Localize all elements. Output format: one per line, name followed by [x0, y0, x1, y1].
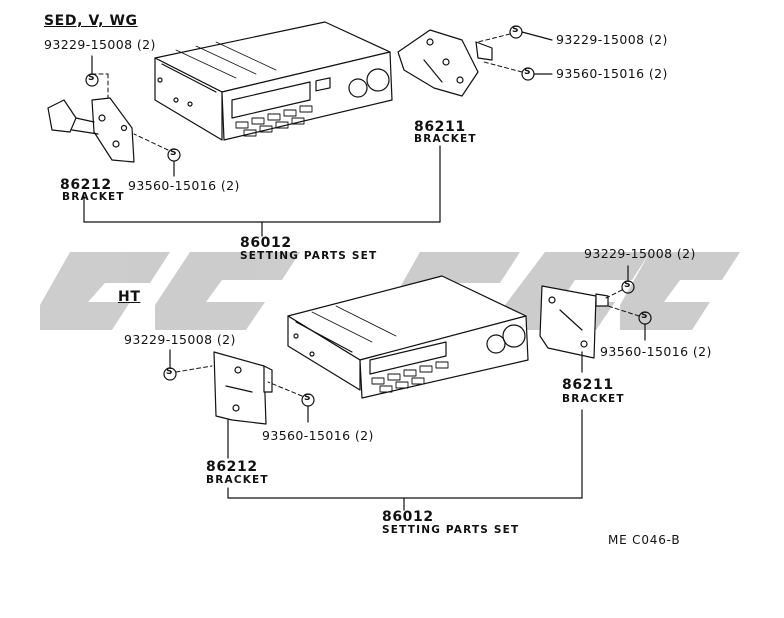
bracket-86212-top — [47, 97, 135, 163]
bracket-86211-top — [397, 29, 493, 97]
bracket-name: BRACKET — [206, 474, 269, 486]
screw-icon: S — [641, 311, 648, 321]
bracket-name: BRACKET — [562, 393, 625, 405]
part-number-label: 93229-15008 (2) — [584, 246, 696, 261]
section-title-sed-v-wg: SED, V, WG — [44, 13, 138, 29]
bracket-number: 86212 — [60, 177, 112, 193]
screw-icon: S — [524, 67, 531, 77]
part-number-label: 93229-15008 (2) — [44, 37, 156, 52]
screw-icon: S — [88, 73, 95, 83]
set-number: 86012 — [240, 235, 292, 251]
part-number-label: 93560-15016 (2) — [556, 66, 668, 81]
screw-icon: S — [512, 25, 519, 35]
section-title-ht: HT — [118, 289, 141, 305]
radio-unit-bottom — [287, 275, 529, 399]
bracket-name: BRACKET — [62, 191, 125, 203]
radio-unit-top — [154, 21, 393, 141]
bracket-number: 86211 — [562, 377, 614, 393]
bracket-86211-bottom — [539, 285, 609, 359]
set-name: SETTING PARTS SET — [382, 524, 520, 536]
screw-icon: S — [166, 367, 173, 377]
set-name: SETTING PARTS SET — [240, 250, 378, 262]
bracket-86212-bottom — [213, 351, 273, 425]
screw-icon: S — [624, 280, 631, 290]
part-number-label: 93560-15016 (2) — [262, 428, 374, 443]
set-number: 86012 — [382, 509, 434, 525]
part-number-label: 93229-15008 (2) — [556, 32, 668, 47]
bracket-number: 86211 — [414, 119, 466, 135]
part-number-label: 93560-15016 (2) — [600, 344, 712, 359]
part-number-label: 93560-15016 (2) — [128, 178, 240, 193]
part-number-label: 93229-15008 (2) — [124, 332, 236, 347]
diagram-code: ME C046-B — [608, 533, 681, 547]
bracket-number: 86212 — [206, 459, 258, 475]
bracket-name: BRACKET — [414, 133, 477, 145]
screw-icon: S — [170, 148, 177, 158]
screw-icon: S — [304, 393, 311, 403]
